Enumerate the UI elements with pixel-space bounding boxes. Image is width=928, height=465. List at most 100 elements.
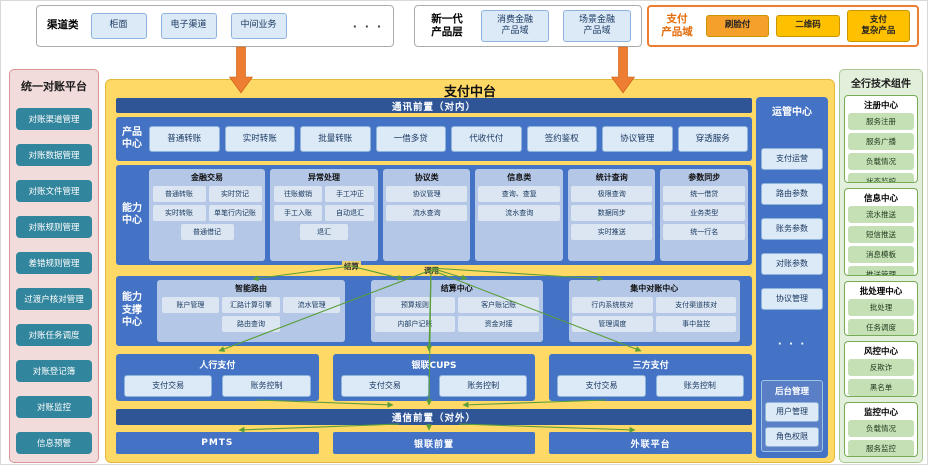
group-exception-handling-title: 异常处理 bbox=[307, 173, 340, 182]
support-item: 资金对接 bbox=[458, 316, 539, 332]
reconciliation-module-button: 信息预警 bbox=[16, 432, 92, 454]
capability-support-section: 能力 支撑 中心 智能路由 账户管理汇路计算引擎流水管理路由查询 结算中心 预算… bbox=[116, 276, 752, 346]
backend-chip: 角色权限 bbox=[765, 426, 819, 447]
reconciliation-module-button: 差错规则管理 bbox=[16, 252, 92, 274]
tech-component-item: 任务调度 bbox=[848, 318, 914, 336]
reconciliation-module-button: 对账监控 bbox=[16, 396, 92, 418]
product-center-chip: 批量转账 bbox=[300, 125, 371, 153]
support-item: 管理调度 bbox=[572, 316, 653, 332]
gateway-chip: 支付交易 bbox=[557, 375, 646, 397]
comm-frontend-external-bar: 通信前置（对外） bbox=[116, 409, 752, 425]
capability-item: 单笔行内记账 bbox=[208, 205, 262, 221]
product-domain-chip: 消费金融 产品域 bbox=[481, 9, 549, 43]
tech-component-item: 反欺诈 bbox=[848, 359, 914, 377]
reconciliation-module-button: 过渡户核对管理 bbox=[16, 288, 92, 310]
group-central-reconciliation-title: 集中对账中心 bbox=[630, 284, 679, 293]
product-center-section: 产品 中心 普通转账实时转账批量转账一借多贷代收代付签约鉴权协议管理穿透服务 bbox=[116, 117, 752, 161]
group-central-reconciliation: 集中对账中心 行内系统核对支付渠道核对管理调度事中监控 bbox=[568, 280, 740, 342]
product-center-chip: 普通转账 bbox=[149, 125, 220, 153]
reconciliation-module-button: 对账任务调度 bbox=[16, 324, 92, 346]
group-protocol-title: 协议类 bbox=[414, 173, 439, 182]
tech-component-item: 推送管理 bbox=[848, 265, 914, 275]
gateway-unionpay-items: 支付交易账务控制 bbox=[340, 375, 528, 397]
payment-product-chip: 二维码 bbox=[776, 15, 840, 37]
tech-group-batch-title: 批处理中心 bbox=[859, 286, 903, 297]
product-center-items: 普通转账实时转账批量转账一借多贷代收代付签约鉴权协议管理穿透服务 bbox=[149, 121, 748, 157]
capability-center-section: 能力 中心 金融交易 普通转账实时贷记实时转账单笔行内记账普通借记 异常处理 往… bbox=[116, 165, 752, 265]
support-item: 汇路计算引擎 bbox=[222, 297, 280, 313]
capability-item: 普通转账 bbox=[152, 186, 206, 202]
support-item: 内部户记账 bbox=[374, 316, 456, 332]
channel-chip: 电子渠道 bbox=[160, 13, 217, 39]
group-statistics-query-title: 统计查询 bbox=[595, 173, 628, 182]
gateway-chip: 账务控制 bbox=[655, 375, 745, 397]
reconciliation-platform-panel: 统一对账平台 对账渠道管理对账数据管理对账文件管理对账规则管理差错规则管理过渡户… bbox=[9, 69, 99, 463]
capability-item: 协议管理 bbox=[385, 186, 468, 202]
group-financial-transaction-items: 普通转账实时贷记实时转账单笔行内记账普通借记 bbox=[152, 186, 262, 258]
product-center-chip: 代收代付 bbox=[451, 125, 522, 153]
group-smart-routing-items: 账户管理汇路计算引擎流水管理路由查询 bbox=[160, 297, 342, 339]
tech-group-risk-items: 反欺诈黑名单 bbox=[848, 359, 914, 396]
product-layer-items: 消费金融 产品域场景金融 产品域 bbox=[481, 9, 631, 43]
tech-group-batch-items: 批处理任务调度 bbox=[848, 298, 914, 336]
reconciliation-module-button: 对账文件管理 bbox=[16, 180, 92, 202]
capability-center-label: 能力 中心 bbox=[122, 202, 142, 227]
capability-groups: 金融交易 普通转账实时贷记实时转账单笔行内记账普通借记 异常处理 往账撤销手工冲… bbox=[149, 169, 748, 261]
backend-chip: 用户管理 bbox=[765, 401, 819, 422]
support-item: 行内系统核对 bbox=[572, 297, 653, 313]
product-layer-box: 新一代 产品层 消费金融 产品域场景金融 产品域 bbox=[414, 5, 642, 47]
tech-group-monitor-title: 监控中心 bbox=[863, 407, 898, 418]
group-financial-transaction-title: 金融交易 bbox=[191, 173, 224, 182]
platform-title: 支付中台 bbox=[443, 85, 496, 100]
capability-item: 普通借记 bbox=[180, 224, 234, 240]
tech-component-item: 状态监控 bbox=[848, 173, 914, 182]
product-domain-chip: 场景金融 产品域 bbox=[563, 9, 631, 43]
payment-product-domain-items: 刷脸付二维码支付 复杂产品 bbox=[706, 9, 910, 43]
external-system: 银联前置 bbox=[332, 432, 536, 454]
gateway-pboc-title: 人行支付 bbox=[199, 361, 236, 371]
product-center-chip: 穿透服务 bbox=[677, 125, 748, 153]
capability-item: 实时推送 bbox=[570, 224, 653, 240]
gateway-unionpay-cups: 银联CUPS 支付交易账务控制 bbox=[332, 354, 536, 401]
operations-chip: 路由参数 bbox=[761, 182, 823, 205]
group-central-reconciliation-items: 行内系统核对支付渠道核对管理调度事中监控 bbox=[572, 297, 737, 339]
group-settlement-center: 结算中心 预算规则客户账记账内部户记账资金对接 bbox=[371, 280, 543, 342]
reconciliation-module-button: 对账规则管理 bbox=[16, 216, 92, 238]
tech-component-item: 黑名单 bbox=[848, 379, 914, 396]
product-center-chip: 签约鉴权 bbox=[526, 125, 597, 153]
gateway-chip: 账务控制 bbox=[439, 375, 528, 397]
group-protocol-items: 协议管理流水查询 bbox=[385, 186, 468, 258]
operations-center-title: 运管中心 bbox=[772, 107, 812, 118]
tech-group-registry-items: 服务注册服务广播负载情况状态监控 bbox=[848, 113, 914, 182]
gateway-chip: 支付交易 bbox=[124, 375, 213, 397]
group-parameter-sync: 参数同步 统一借贷业务类型统一行名 bbox=[660, 169, 748, 261]
channel-items: 柜面电子渠道中间业务 bbox=[90, 13, 341, 39]
gateway-pboc-items: 支付交易账务控制 bbox=[124, 375, 311, 397]
reconciliation-module-button: 对账渠道管理 bbox=[16, 108, 92, 130]
capability-item: 业务类型 bbox=[663, 205, 745, 221]
tech-group-risk-title: 风控中心 bbox=[863, 347, 898, 358]
group-statistics-query: 统计查询 极限查询数据同步实时推送 bbox=[567, 169, 656, 261]
payment-middle-platform: 支付中台 通讯前置（对内） 产品 中心 普通转账实时转账批量转账一借多贷代收代付… bbox=[105, 79, 835, 463]
channel-chip: 柜面 bbox=[90, 13, 147, 39]
operations-chip: 对账参数 bbox=[761, 252, 823, 275]
tech-component-item: 负载情况 bbox=[848, 419, 914, 437]
operations-chip: 协议管理 bbox=[761, 287, 823, 310]
reconciliation-module-button: 对账数据管理 bbox=[16, 144, 92, 166]
product-layer-label: 新一代 产品层 bbox=[431, 12, 463, 38]
tech-component-item: 批处理 bbox=[848, 298, 914, 316]
tech-component-item: 服务监控 bbox=[848, 439, 914, 457]
capability-item: 退汇 bbox=[299, 224, 349, 240]
backend-management-group: 后台管理 用户管理角色权限 bbox=[761, 379, 823, 452]
support-groups: 智能路由 账户管理汇路计算引擎流水管理路由查询 结算中心 预算规则客户账记账内部… bbox=[149, 280, 748, 342]
tech-group-information-title: 信息中心 bbox=[863, 193, 898, 204]
payment-product-domain-label: 支付 产品域 bbox=[661, 12, 693, 38]
external-system: 外联平台 bbox=[549, 432, 753, 454]
group-smart-routing: 智能路由 账户管理汇路计算引擎流水管理路由查询 bbox=[157, 280, 346, 342]
bank-tech-components-panel: 全行技术组件 注册中心 服务注册服务广播负载情况状态监控 信息中心 流水推送短信… bbox=[839, 69, 923, 463]
tech-group-monitor-center: 监控中心 负载情况服务监控 bbox=[844, 401, 918, 458]
support-item: 预算规则 bbox=[374, 297, 456, 313]
support-item: 流水管理 bbox=[282, 297, 341, 313]
